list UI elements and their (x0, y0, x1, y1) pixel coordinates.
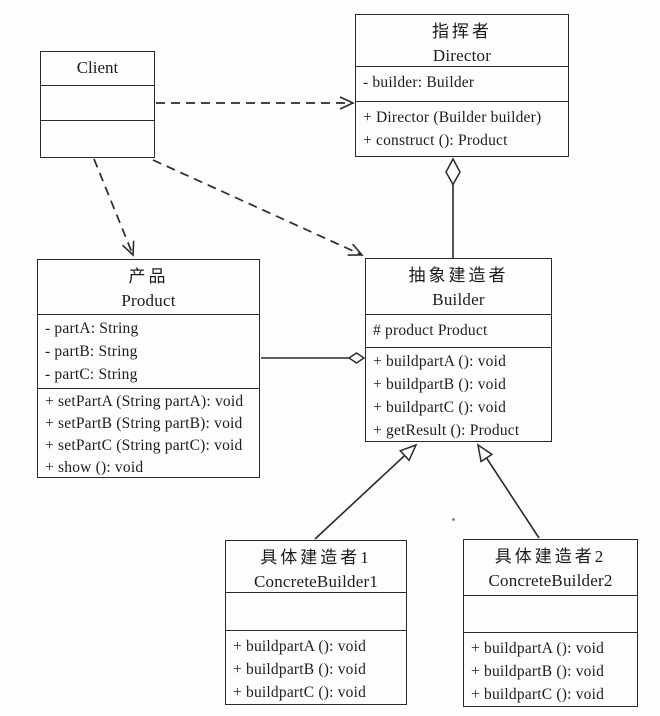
class-builder-title: 抽象建造者 Builder (366, 259, 551, 315)
class-builder-methods: + buildpartA (): void + buildpartB (): v… (366, 348, 551, 441)
method-line: + buildpartC (): void (233, 684, 367, 701)
method-line: + buildpartA (): void (233, 638, 367, 655)
scan-artifact-dot (452, 518, 455, 521)
generalization-concretebuilder1-builder (314, 443, 418, 540)
method-line: + getResult (): Product (373, 422, 520, 439)
class-builder-name-en: Builder (432, 290, 485, 309)
attribute-line: - partA: String (45, 320, 139, 337)
class-concretebuilder1-name-en: ConcreteBuilder1 (253, 572, 379, 591)
class-concretebuilder2-title: 具体建造者2 ConcreteBuilder2 (464, 540, 637, 596)
class-concretebuilder2-name-en: ConcreteBuilder2 (488, 571, 613, 590)
method-line: + buildpartB (): void (233, 661, 367, 678)
method-line: + show (): void (45, 459, 144, 476)
method-line: + setPartC (String partC): void (45, 437, 243, 454)
class-director-name-en: Director (432, 46, 492, 65)
class-concretebuilder1-methods: + buildpartA (): void + buildpartB (): v… (226, 631, 406, 704)
attribute-line: - partB: String (45, 343, 138, 360)
class-concretebuilder2-name-zh: 具体建造者2 (494, 547, 607, 566)
method-line: + Director (Builder builder) (363, 109, 542, 126)
class-director-attributes: - builder: Builder (356, 67, 568, 102)
generalization-concretebuilder2-builder (476, 443, 540, 539)
method-line: + buildpartB (): void (471, 663, 605, 680)
dependency-client-product (93, 158, 135, 257)
method-line: + buildpartC (): void (471, 686, 605, 703)
class-director-title: 指挥者 Director (356, 15, 568, 67)
class-product-name-en: Product (121, 291, 176, 310)
class-concretebuilder1-name-zh: 具体建造者1 (260, 548, 372, 567)
method-line: + buildpartC (): void (373, 399, 507, 416)
class-client-name: Client (76, 58, 119, 77)
class-product-title: 产品 Product (38, 260, 259, 315)
class-client-attributes (41, 86, 154, 121)
attribute-line: - builder: Builder (363, 74, 475, 91)
class-concretebuilder2: 具体建造者2 ConcreteBuilder2 + buildpartA ():… (463, 539, 638, 707)
class-client: Client (40, 51, 155, 158)
method-line: + construct (): Product (363, 132, 508, 149)
class-concretebuilder2-methods: + buildpartA (): void + buildpartB (): v… (464, 633, 637, 706)
class-product-attributes: - partA: String - partB: String - partC:… (38, 315, 259, 389)
dependency-client-builder (152, 159, 364, 256)
class-product-methods: + setPartA (String partA): void + setPar… (38, 389, 259, 477)
class-concretebuilder1-title: 具体建造者1 ConcreteBuilder1 (226, 541, 406, 593)
attribute-line: - partC: String (45, 366, 138, 383)
class-product: 产品 Product - partA: String - partB: Stri… (37, 259, 260, 478)
class-director: 指挥者 Director - builder: Builder + Direct… (355, 14, 569, 157)
class-client-methods (41, 121, 154, 157)
class-director-name-zh: 指挥者 (432, 22, 492, 41)
class-concretebuilder1: 具体建造者1 ConcreteBuilder1 + buildpartA ():… (225, 540, 407, 705)
method-line: + setPartA (String partA): void (45, 393, 244, 410)
class-concretebuilder1-attributes (226, 593, 406, 631)
class-builder: 抽象建造者 Builder # product Product + buildp… (365, 258, 552, 442)
class-builder-attributes: # product Product (366, 315, 551, 348)
method-line: + buildpartB (): void (373, 376, 507, 393)
class-client-title: Client (41, 52, 154, 86)
method-line: + buildpartA (): void (373, 353, 507, 370)
class-concretebuilder2-attributes (464, 596, 637, 633)
method-line: + buildpartA (): void (471, 640, 605, 657)
class-builder-name-zh: 抽象建造者 (408, 266, 509, 285)
attribute-line: # product Product (373, 322, 488, 339)
class-director-methods: + Director (Builder builder) + construct… (356, 102, 568, 156)
class-product-name-zh: 产品 (128, 267, 169, 286)
method-line: + setPartB (String partB): void (45, 415, 243, 432)
